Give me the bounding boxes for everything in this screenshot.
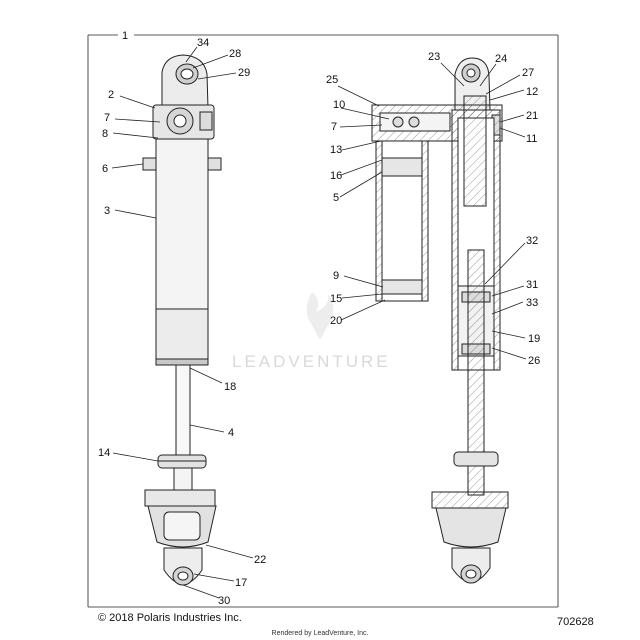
callout-26: 26 bbox=[528, 355, 540, 367]
bumper bbox=[157, 454, 207, 491]
callout-20: 20 bbox=[330, 315, 342, 327]
callout-12: 12 bbox=[526, 86, 538, 98]
leader-lines bbox=[111, 46, 527, 599]
callout-29: 29 bbox=[238, 67, 250, 79]
callout-25: 25 bbox=[326, 74, 338, 86]
callout-32: 32 bbox=[526, 235, 538, 247]
callout-34: 34 bbox=[197, 37, 209, 49]
leadventure-watermark: LEADVENTURE bbox=[232, 352, 391, 371]
callout-14: 14 bbox=[98, 447, 110, 459]
watermark-emblem bbox=[306, 292, 334, 340]
callout-7-right: 7 bbox=[331, 121, 337, 133]
shock-cutaway-view bbox=[371, 57, 509, 584]
callout-10: 10 bbox=[333, 99, 345, 111]
callout-4: 4 bbox=[228, 427, 234, 439]
shock-exterior-view bbox=[142, 54, 222, 586]
callouts: 1 34 28 29 2 7 8 6 3 18 4 14 22 17 30 25… bbox=[98, 30, 540, 607]
callout-15: 15 bbox=[330, 293, 342, 305]
callout-11: 11 bbox=[526, 133, 537, 145]
callout-19: 19 bbox=[528, 333, 540, 345]
callout-13: 13 bbox=[330, 144, 342, 156]
callout-9: 9 bbox=[333, 270, 339, 282]
callout-1: 1 bbox=[122, 30, 128, 42]
callout-24: 24 bbox=[495, 53, 507, 65]
piston-shaft bbox=[175, 364, 191, 456]
reservoir-head bbox=[152, 104, 215, 140]
callout-21: 21 bbox=[526, 110, 538, 122]
callout-22: 22 bbox=[254, 554, 266, 566]
callout-30: 30 bbox=[218, 595, 230, 607]
copyright-text: © 2018 Polaris Industries Inc. bbox=[98, 612, 242, 624]
cutaway-bottom-clevis bbox=[431, 491, 509, 584]
callout-31: 31 bbox=[526, 279, 538, 291]
callout-18: 18 bbox=[224, 381, 236, 393]
callout-2: 2 bbox=[108, 89, 114, 101]
callout-6: 6 bbox=[102, 163, 108, 175]
callout-16: 16 bbox=[330, 170, 342, 182]
reservoir-cutaway bbox=[375, 140, 429, 302]
callout-8: 8 bbox=[102, 128, 108, 140]
callout-27: 27 bbox=[522, 67, 534, 79]
callout-28: 28 bbox=[229, 48, 241, 60]
cutaway-bumper bbox=[453, 451, 499, 467]
diagram-number: 702628 bbox=[557, 616, 594, 628]
bottom-clevis bbox=[144, 489, 217, 586]
callout-5: 5 bbox=[333, 192, 339, 204]
render-note: Rendered by LeadVenture, Inc. bbox=[271, 630, 369, 637]
callout-7-left: 7 bbox=[104, 112, 110, 124]
callout-23: 23 bbox=[428, 51, 440, 63]
callout-17: 17 bbox=[235, 577, 247, 589]
callout-33: 33 bbox=[526, 297, 538, 309]
top-eye-mount bbox=[161, 54, 209, 109]
shock-body bbox=[155, 138, 209, 366]
diagram-frame bbox=[87, 34, 559, 608]
callout-3: 3 bbox=[104, 205, 110, 217]
